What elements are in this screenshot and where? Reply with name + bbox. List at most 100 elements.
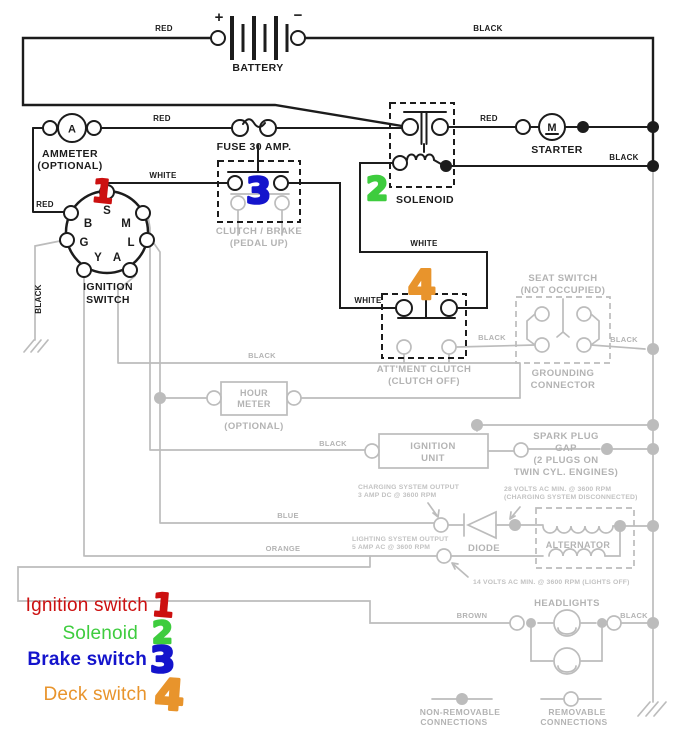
black-wire-label-vertical: BLACK [34,284,43,314]
volts28-note-1: 28 VOLTS AC MIN. @ 3600 RPM [504,486,611,493]
brown-wire-label: BROWN [457,611,488,620]
spark-plug-label-2: GAP [555,443,577,454]
blue-wire-label: BLUE [277,511,299,520]
terminal-a: A [113,252,121,264]
legend: Ignition switch 1 Solenoid 2 Brake switc… [26,584,188,721]
spark-plug-label-1: SPARK PLUG [533,431,599,442]
terminal-y: Y [94,252,102,264]
starter: M STARTER RED [480,113,659,172]
clutch-brake-label-1: CLUTCH / BRAKE [216,226,302,237]
legend-number-3: 3 [150,640,175,681]
ignition-unit-label-1: IGNITION [410,441,455,452]
annotation-1-ignition-switch: 1 [90,171,116,211]
ignition-unit-label-2: UNIT [421,453,445,464]
non-removable-connection-symbol [456,693,468,705]
charging-lighting-circuit: ALTERNATOR DIODE [433,507,635,569]
legend-label-solenoid: Solenoid [62,623,138,644]
removable-label-1: REMOVABLE [548,707,605,717]
volts14-note: 14 VOLTS AC MIN. @ 3600 RPM (LIGHTS OFF) [473,579,630,586]
black-wire-label: BLACK [248,351,276,360]
volts28-note-2: (CHARGING SYSTEM DISCONNECTED) [504,494,638,501]
black-wire-network [21,36,655,309]
terminal-l: L [127,237,134,249]
grounding-connector-label-1: GROUNDING [532,368,595,379]
spark-plug-label-4: TWIN CYL. ENGINES) [514,467,618,478]
ignition-unit: IGNITION UNIT [364,433,529,469]
diode-symbol [465,510,497,540]
solenoid-coil [406,153,442,165]
ground-symbol-right [637,701,667,717]
headlights: HEADLIGHTS [509,598,622,675]
legend-label-ignition-switch: Ignition switch [26,595,148,616]
terminal-g: G [80,237,89,249]
hour-meter: HOUR METER (OPTIONAL) [206,381,302,432]
spark-plug-gap: SPARK PLUG GAP (2 PLUGS ON TWIN CYL. ENG… [514,431,618,478]
black-wire-label: BLACK [610,335,638,344]
non-removable-label-1: NON-REMOVABLE [420,707,501,717]
battery-plates-short [241,24,289,52]
black-wire-label: BLACK [620,611,648,620]
headlights-label: HEADLIGHTS [534,598,600,609]
seat-switch-label-2: (NOT OCCUPIED) [521,285,606,296]
clutch-brake-label-2: (PEDAL UP) [230,238,288,249]
red-wire-label: RED [155,24,173,33]
number-annotations: 1 2 3 4 [89,169,437,311]
attachment-clutch-switch: ATT'MENT CLUTCH (CLUTCH OFF) WHITE WHITE [354,239,471,387]
black-wire-label: BLACK [319,439,347,448]
hour-meter-label-3: (OPTIONAL) [224,421,283,432]
lighting-output-note-1: LIGHTING SYSTEM OUTPUT [352,536,449,543]
charging-pointer [427,502,440,518]
volts28-pointer [509,506,521,520]
gray-wire-labels: BLACK BLACK BLACK BLACK BLUE ORANGE BROW… [248,333,648,620]
annotation-4-deck-switch: 4 [408,263,436,309]
solenoid-label: SOLENOID [396,194,454,206]
alternator-coil-bottom [548,548,606,557]
ignition-switch-label-1: IGNITION [83,281,133,293]
alternator-coil-top [542,525,614,534]
lighting-output-note-2: 5 AMP AC @ 3600 RPM [352,544,430,551]
starter-label: STARTER [531,144,583,156]
legend-label-deck-switch: Deck switch [43,684,147,705]
charging-output-note-1: CHARGING SYSTEM OUTPUT [358,484,460,491]
white-wire-label: WHITE [410,239,438,248]
ammeter-symbol: A [68,124,76,136]
legend-label-brake-switch: Brake switch [27,649,147,670]
ground-symbol-left [23,339,49,353]
ignition-switch-label-2: SWITCH [86,294,130,306]
battery-minus-symbol: − [294,7,303,24]
hour-meter-label-2: METER [237,399,271,409]
ammeter-label-2: (OPTIONAL) [37,160,102,172]
seat-switch: SEAT SWITCH (NOT OCCUPIED) GROUNDING CON… [515,273,611,391]
gray-junction-dots [154,343,659,629]
terminal-s: S [103,205,111,217]
battery: + − BATTERY RED BLACK [155,7,503,74]
volts14-pointer [451,562,469,578]
red-wire-label: RED [480,114,498,123]
ammeter-label-1: AMMETER [42,148,98,160]
legend-number-4: 4 [153,669,186,720]
terminal-m: M [121,218,131,230]
attachment-clutch-label-2: (CLUTCH OFF) [388,376,460,387]
battery-label: BATTERY [232,62,283,74]
charging-output-note-2: 3 AMP DC @ 3600 RPM [358,492,437,499]
fuse: FUSE 30 AMP. [217,118,292,153]
clutch-brake-switch: CLUTCH / BRAKE (PEDAL UP) [216,144,302,249]
grounding-connector-label-2: CONNECTOR [531,380,596,391]
starter-symbol: M [547,122,556,134]
battery-plates-tall [230,16,278,60]
black-wire-label: BLACK [478,333,506,342]
terminal-b: B [84,218,92,230]
non-removable-label-2: CONNECTIONS [420,717,487,727]
white-wire-label: WHITE [149,171,177,180]
ignition-switch: S B M G L Y A IGNITION SWITCH WHITE BLAC… [34,171,177,314]
white-wire-label: WHITE [354,296,382,305]
black-wire-label: BLACK [473,24,503,33]
seat-switch-label-1: SEAT SWITCH [528,273,597,284]
alternator-label: ALTERNATOR [546,540,611,550]
battery-plus-symbol: + [215,9,224,26]
red-wire-label: RED [36,200,54,209]
fuse-label: FUSE 30 AMP. [217,141,292,153]
annotation-2-solenoid: 2 [366,170,388,208]
